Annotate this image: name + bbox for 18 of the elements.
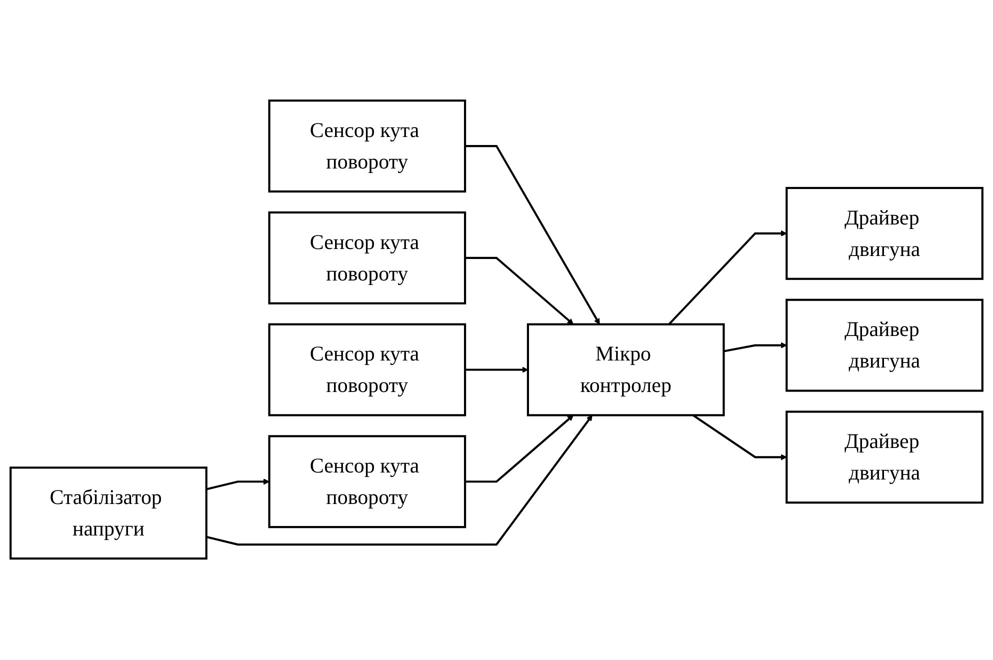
- node-box: Драйвер двигуна: [786, 299, 984, 392]
- arrow: [206, 478, 270, 491]
- node-box: Сенсор кута повороту: [268, 100, 466, 193]
- arrow: [465, 257, 574, 326]
- arrow: [692, 414, 787, 461]
- node-box: Стабілізатор напруги: [10, 467, 208, 560]
- node-box: Мікро контролер: [526, 324, 725, 417]
- node-box: Драйвер двигуна: [786, 411, 984, 504]
- arrow: [668, 230, 787, 326]
- arrow: [724, 342, 787, 353]
- arrow: [206, 415, 592, 546]
- node-box: Сенсор кута повороту: [268, 324, 466, 417]
- arrow: [465, 415, 574, 484]
- node-box: Сенсор кута повороту: [268, 212, 466, 305]
- arrow: [465, 145, 600, 326]
- node-box: Драйвер двигуна: [786, 187, 984, 280]
- node-box: Сенсор кута повороту: [268, 436, 466, 529]
- arrow: [465, 367, 528, 374]
